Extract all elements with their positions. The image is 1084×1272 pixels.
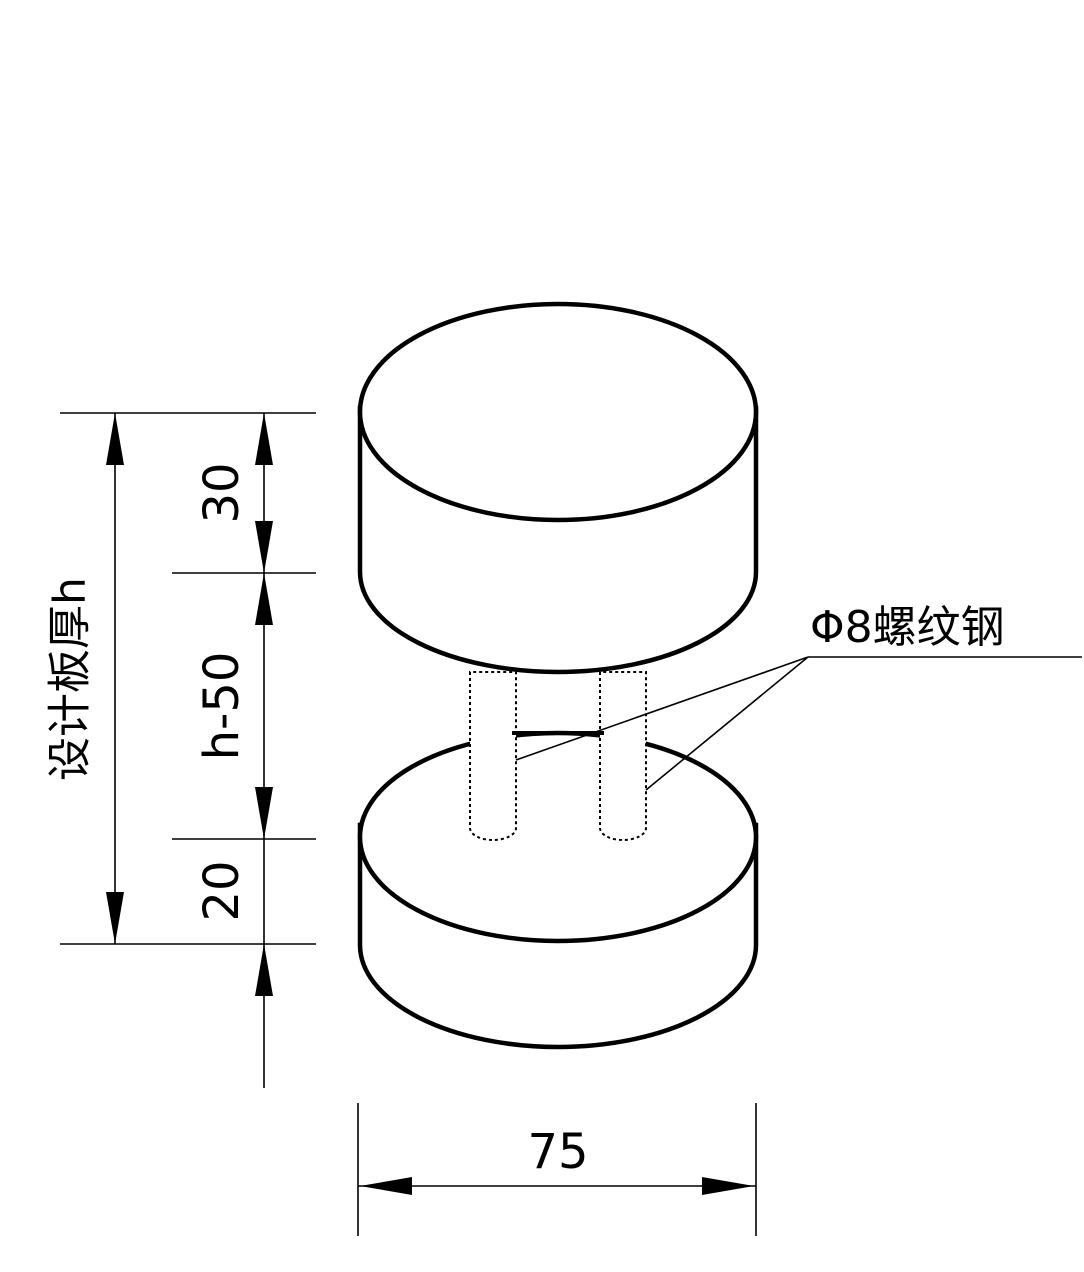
dim-bottom-height: 20 <box>194 860 250 921</box>
lower-cylinder <box>357 730 759 1050</box>
lower-cylinder-top-face <box>357 730 759 944</box>
upper-cylinder <box>357 301 759 675</box>
rebar-right <box>599 671 647 841</box>
rebar-left <box>469 671 517 841</box>
segment-dimension-line <box>255 413 273 1088</box>
dim-diameter: 75 <box>527 1124 588 1180</box>
dim-middle-height: h-50 <box>194 652 250 761</box>
extension-lines <box>60 412 757 1236</box>
dim-total-height: 设计板厚h <box>45 577 96 781</box>
rebar-label: Φ8螺纹钢 <box>810 602 1005 653</box>
diameter-dimension-line <box>358 1177 756 1195</box>
rebars <box>469 671 647 841</box>
rebar-callout-leader <box>515 656 1082 791</box>
total-dimension-line <box>106 413 124 944</box>
dim-top-height: 30 <box>194 462 250 523</box>
upper-cylinder-top-face <box>357 301 759 523</box>
